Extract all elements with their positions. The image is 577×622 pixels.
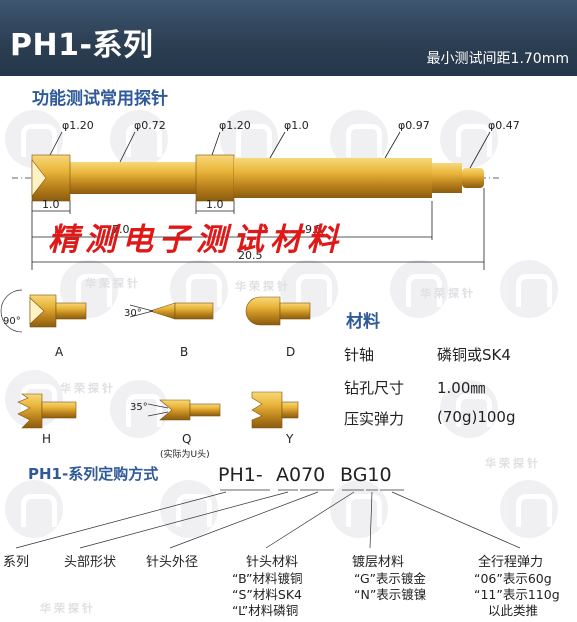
force-notes: “06”表示60g“11”表示110g 以此类推 [474, 571, 560, 618]
order-label-plating: 镀层材料 [352, 555, 405, 570]
dim-len-a: 1.0 [42, 198, 60, 211]
order-title: PH1-系列定购方式 [28, 465, 159, 483]
order-code-prefix: PH1- [218, 464, 263, 486]
probe-drawing [0, 131, 500, 333]
dim-d2: φ0.72 [134, 119, 166, 132]
dim-len-b: 1.0 [206, 198, 224, 211]
order-label-force: 全行程弹力 [478, 555, 544, 570]
tip-shapes [29, 294, 311, 328]
order-label-diameter: 针头外径 [146, 555, 199, 570]
red-watermark: 精测电子测试材料 [48, 222, 344, 258]
angle-b: 30° [124, 308, 142, 319]
material-key-1: 针轴 [344, 346, 375, 364]
dim-d3: φ1.20 [219, 119, 251, 132]
order-code-suffix: BG10 [340, 464, 392, 486]
material-key-2: 钻孔尺寸 [344, 379, 405, 397]
plating-notes: “G”表示镀金“N”表示镀镍 [354, 571, 427, 602]
header-bar: PH1-系列 最小测试间距1.70mm [0, 0, 577, 76]
tip-label-y: Y [286, 432, 294, 446]
dim-d1: φ1.20 [62, 119, 94, 132]
order-leader-lines [15, 489, 521, 549]
angle-a: 90° [3, 316, 21, 327]
tip-label-b: B [180, 345, 189, 359]
tip-label-h: H [42, 432, 52, 446]
tip-label-q: Q [182, 432, 192, 446]
dim-total: 20.5 [238, 249, 263, 262]
tip-label-a: A [55, 345, 64, 359]
angle-q: 35° [130, 402, 148, 413]
dim-d4: φ1.0 [284, 119, 309, 132]
tip-label-d: D [286, 345, 296, 359]
material-notes: “B”材料镀铜“S”材料SK4“L”材料磷铜 [232, 571, 303, 618]
order-label-series: 系列 [3, 555, 30, 570]
section-title: 功能测试常用探针 [32, 89, 168, 109]
material-val-1: 磷铜或SK4 [437, 346, 511, 364]
dim-len-d: 9.5 [305, 223, 323, 236]
material-val-3: (70g)100g [437, 408, 516, 426]
dim-d5: φ0.97 [398, 119, 430, 132]
order-label-head: 头部形状 [64, 555, 117, 570]
material-val-2: 1.00㎜ [437, 379, 486, 397]
material-title: 材料 [346, 312, 380, 332]
order-label-material: 针头材料 [246, 555, 299, 570]
material-key-3: 压实弹力 [344, 410, 405, 428]
min-pitch-label: 最小测试间距1.70mm [426, 51, 569, 67]
order-code-head: A070 [276, 464, 326, 486]
tip-drawing-lower [17, 391, 299, 429]
tip-note-q: (实际为U头) [160, 450, 210, 460]
dim-d6: φ0.47 [488, 119, 520, 132]
dim-len-c: 7.0 [112, 223, 130, 236]
page-title: PH1-系列 [10, 28, 154, 63]
